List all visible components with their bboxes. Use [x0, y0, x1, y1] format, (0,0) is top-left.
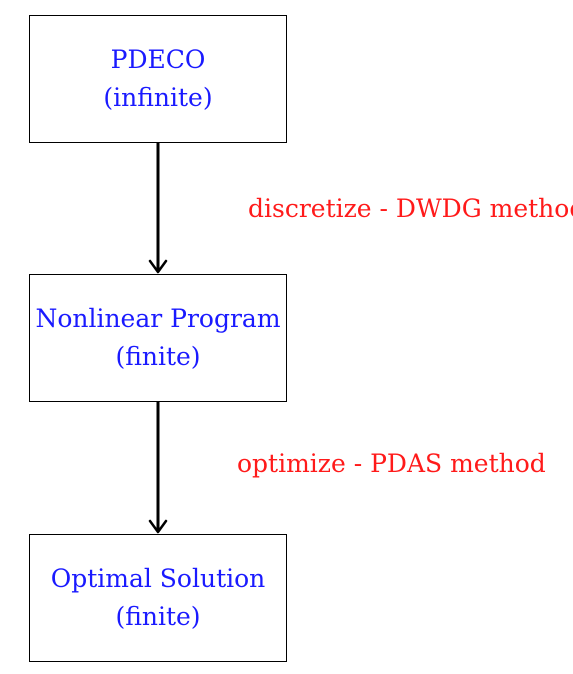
edge-label-discretize: discretize - DWDG method [248, 194, 573, 223]
node-pdeco: PDECO (infinite) [29, 15, 287, 143]
arrow-discretize [148, 143, 168, 274]
arrow-optimize-head [148, 519, 168, 534]
arrow-discretize-head [148, 259, 168, 274]
edge-label-optimize: optimize - PDAS method [237, 449, 546, 478]
node-nonlinear-program-subtitle: (finite) [115, 342, 201, 371]
node-pdeco-subtitle: (infinite) [103, 83, 213, 112]
node-optimal-solution: Optimal Solution (finite) [29, 534, 287, 662]
node-optimal-solution-title: Optimal Solution [50, 564, 266, 593]
node-pdeco-title: PDECO [110, 45, 206, 74]
arrow-optimize [148, 402, 168, 534]
node-nonlinear-program-title: Nonlinear Program [35, 304, 281, 333]
node-nonlinear-program: Nonlinear Program (finite) [29, 274, 287, 402]
node-optimal-solution-subtitle: (finite) [115, 602, 201, 631]
